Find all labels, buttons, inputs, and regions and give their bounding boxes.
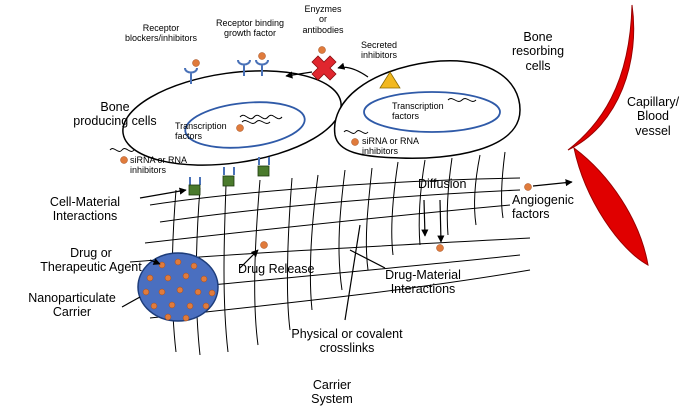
receptor-ligand-left xyxy=(192,59,200,67)
annotation-arrows xyxy=(121,179,573,321)
bone-producing-cell xyxy=(122,70,342,166)
label-transcription-left: Transcription factors xyxy=(175,121,227,142)
label-crosslinks: Physical or covalent crosslinks xyxy=(291,327,403,356)
enzyme-particle xyxy=(318,46,326,54)
label-diffusion: Diffusion xyxy=(418,177,467,191)
label-receptor-binding: Receptor binding growth factor xyxy=(215,18,285,39)
label-transcription-right: Transcription factors xyxy=(392,101,444,122)
label-bone-resorbing: Bone resorbing cells xyxy=(511,30,565,73)
inhibitor-arrow xyxy=(285,71,313,79)
carrier-particles xyxy=(142,258,216,322)
label-bone-producing: Bone producing cells xyxy=(73,100,157,129)
receptor-ligand-right xyxy=(258,52,266,60)
right-sirna-squiggle xyxy=(343,130,369,134)
diffusing-particle xyxy=(436,244,444,252)
released-drug-particle xyxy=(260,241,268,249)
label-receptor-blockers: Receptor blockers/inhibitors xyxy=(124,23,198,44)
right-sirna-particle xyxy=(351,138,359,146)
secreted-arrow xyxy=(337,62,369,78)
label-cell-material: Cell-Material Interactions xyxy=(49,195,121,224)
label-secreted-inhibitors: Secreted inhibitors xyxy=(360,40,398,61)
label-drug-material: Drug-Material Interactions xyxy=(385,268,461,297)
left-nucleus xyxy=(184,101,306,149)
bone-resorbing-cell xyxy=(333,60,521,159)
label-carrier-system: Carrier System xyxy=(311,378,353,407)
angiogenic-particle xyxy=(524,183,532,191)
label-enzymes: Enyzmes or antibodies xyxy=(302,4,344,35)
label-angiogenic: Angiogenic factors xyxy=(512,193,574,222)
label-sirna-right: siRNA or RNA inhibitors xyxy=(362,136,420,157)
right-nucleus xyxy=(363,91,501,133)
nanoparticulate-carrier xyxy=(137,252,219,322)
label-nanoparticulate: Nanoparticulate Carrier xyxy=(28,291,116,320)
label-sirna-left: siRNA or RNA inhibitors xyxy=(130,155,188,176)
left-sirna-squiggle xyxy=(109,148,135,152)
secreted-triangle xyxy=(379,71,401,89)
cell-material-receptors xyxy=(188,157,270,196)
left-nucleus-particle xyxy=(236,124,244,132)
left-dna-squiggle xyxy=(239,114,283,120)
blood-vessel xyxy=(567,4,649,266)
label-capillary: Capillary/ Blood vessel xyxy=(626,95,680,138)
left-sirna-particle xyxy=(120,156,128,164)
inhibitor-cross xyxy=(311,55,337,81)
label-drug-release: Drug Release xyxy=(238,262,315,276)
right-dna-squiggle xyxy=(447,98,477,102)
label-drug-agent: Drug or Therapeutic Agent xyxy=(40,246,142,275)
receptors-top xyxy=(184,59,269,84)
